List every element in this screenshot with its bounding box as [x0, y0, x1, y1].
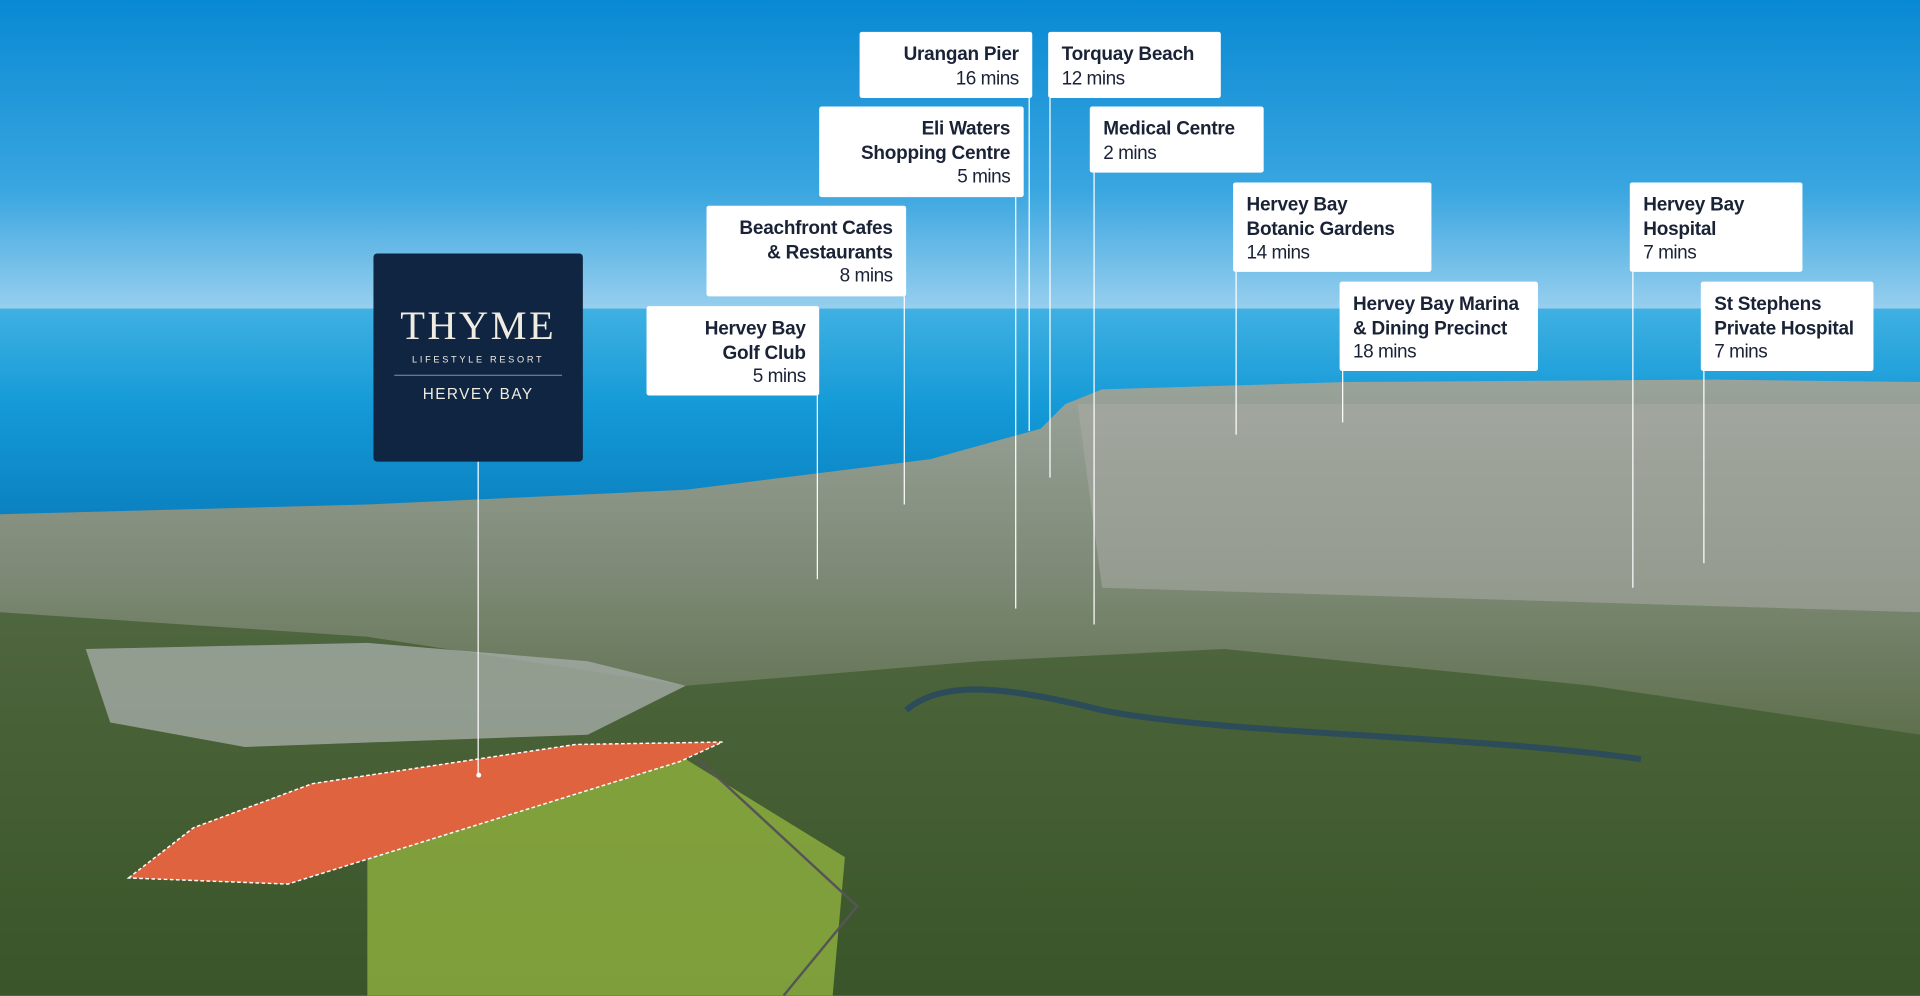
logo-tagline: LIFESTYLE RESORT: [412, 353, 545, 365]
leader-line: [1049, 97, 1052, 478]
leader-line: [1342, 371, 1344, 423]
logo-location: HERVEY BAY: [422, 385, 534, 403]
callout-golf-club[interactable]: Hervey Bay Golf Club 5 mins: [646, 306, 820, 396]
logo-brand: THYME: [400, 304, 557, 349]
town: [1077, 404, 1920, 613]
callout-time: 2 mins: [1103, 142, 1157, 164]
callout-urangan-pier[interactable]: Urangan Pier 16 mins: [859, 31, 1033, 98]
callout-time: 18 mins: [1353, 341, 1417, 363]
callout-time: 12 mins: [1061, 67, 1126, 89]
callout-time: 7 mins: [1643, 242, 1697, 264]
callout-name: Eli Waters: [921, 118, 1011, 140]
callout-name: St Stephens: [1714, 293, 1822, 315]
callout-time: 5 mins: [957, 166, 1011, 188]
callout-botanic-gardens[interactable]: Hervey Bay Botanic Gardens 14 mins: [1233, 182, 1432, 272]
callout-time: 7 mins: [1714, 341, 1768, 363]
callout-name: Hervey Bay: [704, 318, 806, 340]
callout-time: 14 mins: [1246, 242, 1311, 264]
callout-time: 8 mins: [839, 265, 893, 287]
callout-medical-centre[interactable]: Medical Centre 2 mins: [1089, 106, 1264, 173]
leader-line: [1093, 172, 1096, 625]
callout-time: 16 mins: [955, 67, 1020, 89]
callout-name: Private Hospital: [1714, 317, 1854, 339]
leader-line: [1015, 197, 1017, 609]
highway: [697, 758, 859, 996]
callout-name: Medical Centre: [1103, 118, 1235, 140]
callout-beachfront-cafes[interactable]: Beachfront Cafes & Restaurants 8 mins: [706, 205, 907, 297]
logo-leader-line: [477, 461, 480, 776]
callout-name: & Restaurants: [767, 241, 893, 263]
callout-name: Torquay Beach: [1061, 44, 1195, 65]
callout-name: Hervey Bay: [1643, 194, 1745, 216]
leader-line: [816, 395, 819, 580]
callout-name: Beachfront Cafes: [739, 217, 893, 239]
logo-divider: [394, 374, 563, 376]
thyme-site-boundary[interactable]: [126, 741, 723, 885]
site-marker: [475, 772, 481, 778]
callout-marina[interactable]: Hervey Bay Marina & Dining Precinct 18 m…: [1339, 281, 1538, 372]
river: [904, 686, 1642, 763]
callout-name: & Dining Precinct: [1353, 317, 1508, 339]
callout-hospital[interactable]: Hervey Bay Hospital 7 mins: [1629, 182, 1803, 272]
callout-time: 5 mins: [752, 366, 806, 387]
thyme-logo: THYME LIFESTYLE RESORT HERVEY BAY: [373, 253, 583, 462]
callout-torquay-beach[interactable]: Torquay Beach 12 mins: [1048, 31, 1221, 98]
leader-line: [1632, 271, 1634, 588]
callout-st-stephens[interactable]: St Stephens Private Hospital 7 mins: [1700, 281, 1874, 372]
suburb: [85, 642, 686, 747]
leader-line: [903, 296, 906, 505]
leader-line: [1703, 371, 1705, 564]
leader-line: [1028, 97, 1031, 432]
callout-name: Golf Club: [722, 342, 806, 364]
callout-name: Shopping Centre: [860, 142, 1011, 164]
callout-name: Hervey Bay Marina: [1353, 293, 1519, 315]
callout-name: Hospital: [1643, 218, 1717, 240]
callout-eli-waters[interactable]: Eli Waters Shopping Centre 5 mins: [819, 106, 1024, 198]
callout-name: Hervey Bay: [1246, 194, 1348, 216]
callout-name: Urangan Pier: [903, 44, 1019, 65]
leader-line: [1235, 271, 1238, 435]
callout-name: Botanic Gardens: [1246, 218, 1395, 240]
